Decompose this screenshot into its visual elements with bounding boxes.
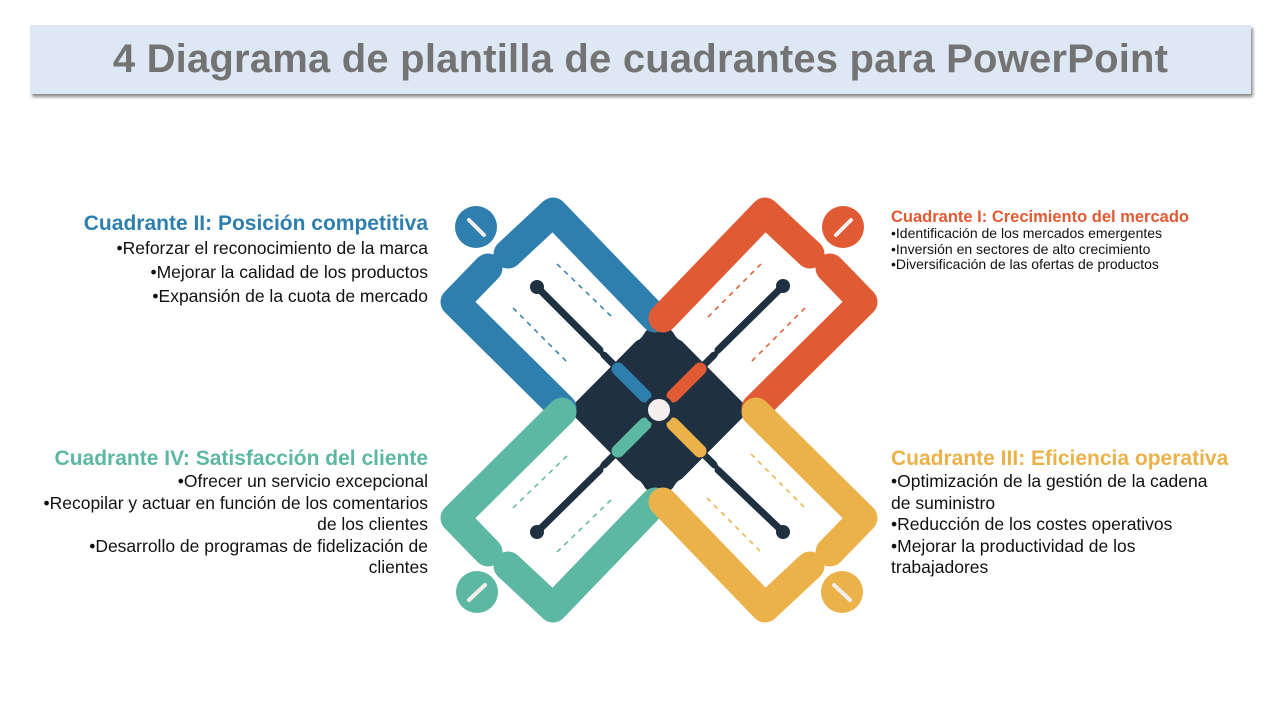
list-item: •Mejorar la productividad de los trabaja… xyxy=(891,535,1136,578)
list-item: •Reducción de los costes operativos xyxy=(891,514,1173,534)
quadrant-1-text: Cuadrante I: Crecimiento del mercado •Id… xyxy=(891,208,1221,273)
bracket-q4 xyxy=(440,397,670,623)
dashed-lines-q1 xyxy=(704,263,806,365)
list-item: •Recopilar y actuar en función de los co… xyxy=(43,492,428,535)
bracket-q1 xyxy=(648,197,878,423)
badge-q1[interactable] xyxy=(822,206,864,248)
list-item: •Diversificación de las ofertas de produ… xyxy=(891,256,1159,272)
badge-q4[interactable] xyxy=(456,571,498,613)
minus-icon xyxy=(832,583,852,602)
bracket-q3 xyxy=(648,397,878,623)
pinwheel xyxy=(611,362,707,458)
quadrant-3-text: Cuadrante III: Eficiencia operativa •Opt… xyxy=(891,447,1231,579)
minus-icon xyxy=(467,583,487,602)
list-item: •Reforzar el reconocimiento de la marca xyxy=(116,238,428,258)
quadrant-2-list: •Reforzar el reconocimiento de la marca … xyxy=(40,236,428,308)
minus-icon xyxy=(467,218,486,237)
list-item: •Inversión en sectores de alto crecimien… xyxy=(891,240,1151,257)
list-item: •Identificación de los mercados emergent… xyxy=(891,225,1163,241)
quadrant-4-title: Cuadrante IV: Satisfacción del cliente xyxy=(54,447,428,470)
badge-q2[interactable] xyxy=(455,206,497,248)
dashed-lines-q2 xyxy=(512,263,614,363)
minus-icon xyxy=(834,218,853,237)
quadrant-4-list: •Ofrecer un servicio excepcional •Recopi… xyxy=(30,471,428,579)
dashed-lines-q3 xyxy=(706,453,808,555)
quadrant-3-list: •Optimización de la gestión de la cadena… xyxy=(891,471,1231,579)
quadrant-3-title: Cuadrante III: Eficiencia operativa xyxy=(891,447,1229,470)
list-item: •Ofrecer un servicio excepcional xyxy=(177,471,428,491)
list-item: •Mejorar la calidad de los productos xyxy=(150,262,428,282)
title-banner: 4 Diagrama de plantilla de cuadrantes pa… xyxy=(30,25,1251,94)
center-dot xyxy=(644,395,674,425)
dashed-lines-q4 xyxy=(512,453,614,553)
quadrant-2-title: Cuadrante II: Posición competitiva xyxy=(83,212,428,235)
quadrant-1-title: Cuadrante I: Crecimiento del mercado xyxy=(891,208,1189,226)
list-item: •Expansión de la cuota de mercado xyxy=(152,286,428,306)
badge-q3[interactable] xyxy=(821,571,863,613)
bracket-q2 xyxy=(440,197,670,423)
spoke-end-dots xyxy=(530,279,790,539)
list-item: •Optimización de la gestión de la cadena… xyxy=(891,471,1208,513)
quadrant-4-text: Cuadrante IV: Satisfacción del cliente •… xyxy=(30,447,428,579)
spokes xyxy=(533,282,787,536)
quadrant-2-text: Cuadrante II: Posición competitiva •Refo… xyxy=(40,211,428,308)
quadrant-1-list: •Identificación de los mercados emergent… xyxy=(891,225,1221,273)
page-title: 4 Diagrama de plantilla de cuadrantes pa… xyxy=(112,37,1169,81)
list-item: •Desarrollo de programas de fidelización… xyxy=(89,535,428,578)
